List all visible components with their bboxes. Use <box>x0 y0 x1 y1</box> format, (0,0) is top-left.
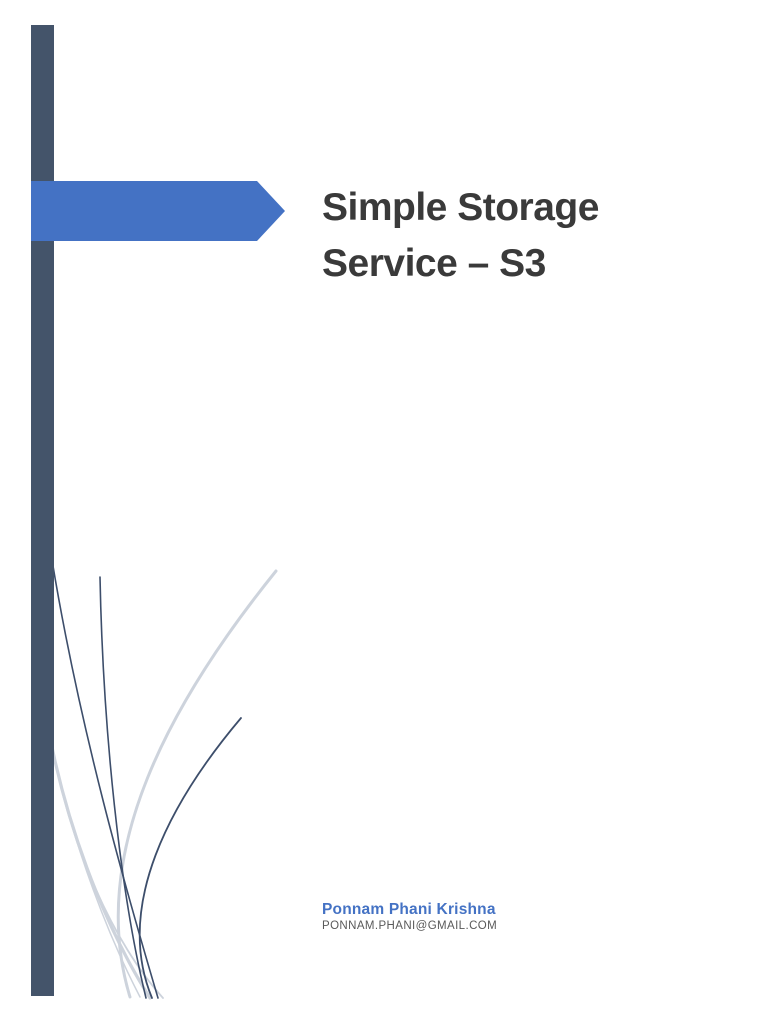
swoosh-curve-dark-middle <box>99 576 147 999</box>
swoosh-curves-group <box>37 559 278 1000</box>
title-line-1: Simple Storage <box>322 186 599 229</box>
swoosh-curve-dark-steep <box>51 559 159 999</box>
swoosh-curve-light-long <box>116 569 278 999</box>
title-line-2: Service – S3 <box>322 242 546 285</box>
author-email: PONNAM.PHANI@GMAIL.COM <box>322 920 498 932</box>
author-block: Ponnam Phani Krishna PONNAM.PHANI@GMAIL.… <box>322 901 497 933</box>
document-title: Simple Storage Service – S3 <box>322 180 662 292</box>
left-vertical-bar <box>31 25 54 996</box>
swoosh-curve-dark-bowed <box>138 717 242 999</box>
swoosh-curve-light-inner <box>40 688 152 1000</box>
author-name: Ponnam Phani Krishna <box>322 901 496 918</box>
title-arrow-shape <box>31 181 285 241</box>
